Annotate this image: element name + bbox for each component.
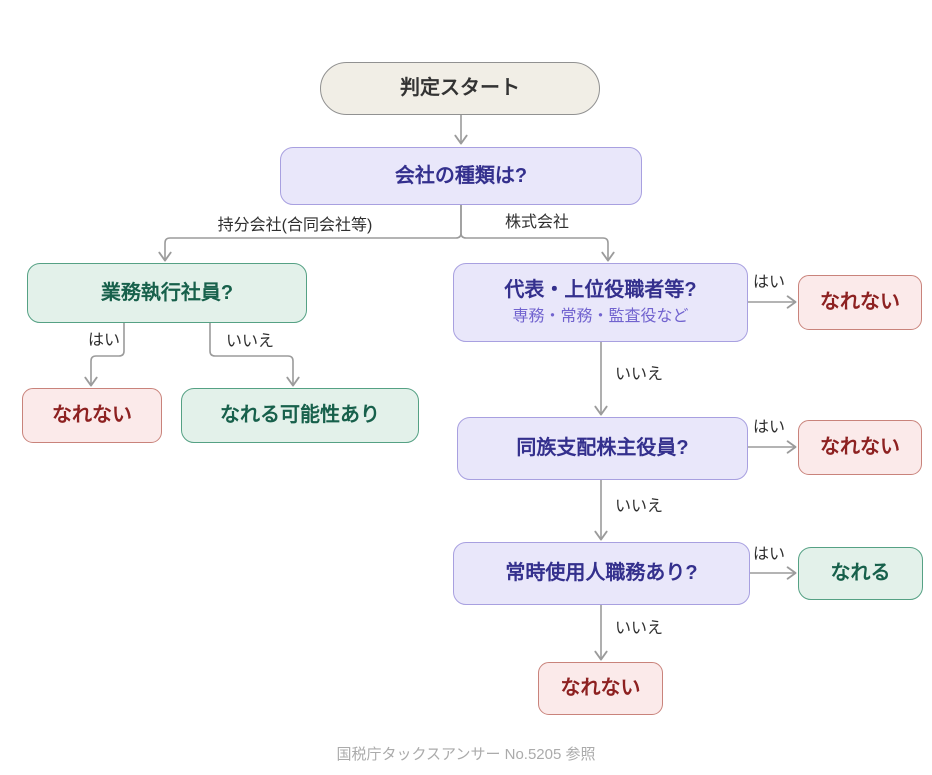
- edge-label-yes-right-2: はい: [749, 419, 789, 437]
- edge-label-mochibun-gaisha: 持分会社(合同会社等): [214, 217, 376, 235]
- edge-label-no-left: いいえ: [222, 333, 278, 351]
- node-cannot-left: なれない: [22, 388, 162, 443]
- edge-company-type-to-top-officer: [460, 205, 615, 262]
- node-can-become-label: なれる: [830, 562, 891, 584]
- node-executive-member: 業務執行社員?: [27, 263, 307, 323]
- node-cannot-right-2-label: なれない: [820, 436, 900, 458]
- edge-label-no-right-1: いいえ: [611, 366, 667, 384]
- edge-executive-member-to-cannot-left: [84, 323, 125, 387]
- node-company-type: 会社の種類は?: [280, 147, 642, 205]
- node-start: 判定スタート: [320, 62, 600, 115]
- node-employee-duties-label: 常時使用人職務あり?: [505, 562, 698, 584]
- edge-label-kabushiki-gaisha: 株式会社: [501, 214, 573, 232]
- node-cannot-bottom-label: なれない: [560, 677, 641, 699]
- node-top-officer: 代表・上位役職者等? 専務・常務・監査役など: [453, 263, 748, 342]
- node-cannot-bottom: なれない: [538, 662, 663, 715]
- node-cannot-right-1-label: なれない: [820, 291, 900, 313]
- node-cannot-left-label: なれない: [52, 404, 132, 426]
- node-executive-member-label: 業務執行社員?: [100, 281, 234, 304]
- edge-label-no-right-2: いいえ: [611, 498, 667, 516]
- node-can-possibly-label: なれる可能性あり: [220, 404, 380, 426]
- edge-label-yes-left: はい: [84, 332, 124, 350]
- edge-executive-member-to-can-possibly: [209, 323, 300, 387]
- source-reference-note: 国税庁タックスアンサー No.5205 参照: [336, 746, 596, 763]
- node-company-type-label: 会社の種類は?: [394, 164, 528, 187]
- node-employee-duties: 常時使用人職務あり?: [453, 542, 750, 605]
- node-start-label: 判定スタート: [400, 77, 520, 99]
- node-can-possibly: なれる可能性あり: [181, 388, 419, 443]
- node-top-officer-sublabel: 専務・常務・監査役など: [512, 308, 689, 325]
- edge-label-yes-right-1: はい: [749, 274, 789, 292]
- edge-label-yes-right-3: はい: [749, 546, 789, 564]
- node-top-officer-label: 代表・上位役職者等?: [504, 279, 697, 301]
- node-family-shareholder: 同族支配株主役員?: [457, 417, 748, 480]
- edge-label-no-right-3: いいえ: [611, 620, 667, 638]
- node-cannot-right-2: なれない: [798, 420, 922, 475]
- node-family-shareholder-label: 同族支配株主役員?: [516, 437, 689, 459]
- node-cannot-right-1: なれない: [798, 275, 922, 330]
- node-can-become: なれる: [798, 547, 923, 600]
